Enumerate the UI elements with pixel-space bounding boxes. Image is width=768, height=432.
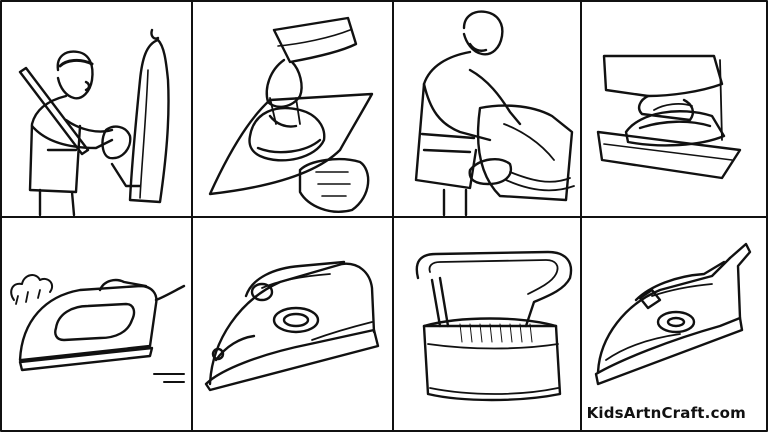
hand-ironing-cloth-icon [208,16,374,213]
hatch-pattern [459,323,533,343]
vintage-flat-iron-icon [415,250,573,402]
man-ironing-shirt-icon [414,10,575,217]
steam-iron-upright-icon [594,242,752,386]
site-watermark: KidsArtnCraft.com [584,404,748,422]
hand-ironing-sleeve-icon [596,54,742,180]
man-steaming-garment-icon [18,28,170,217]
steam-iron-side-view-icon [204,260,380,392]
steam-iron-with-cord-icon [10,274,186,383]
